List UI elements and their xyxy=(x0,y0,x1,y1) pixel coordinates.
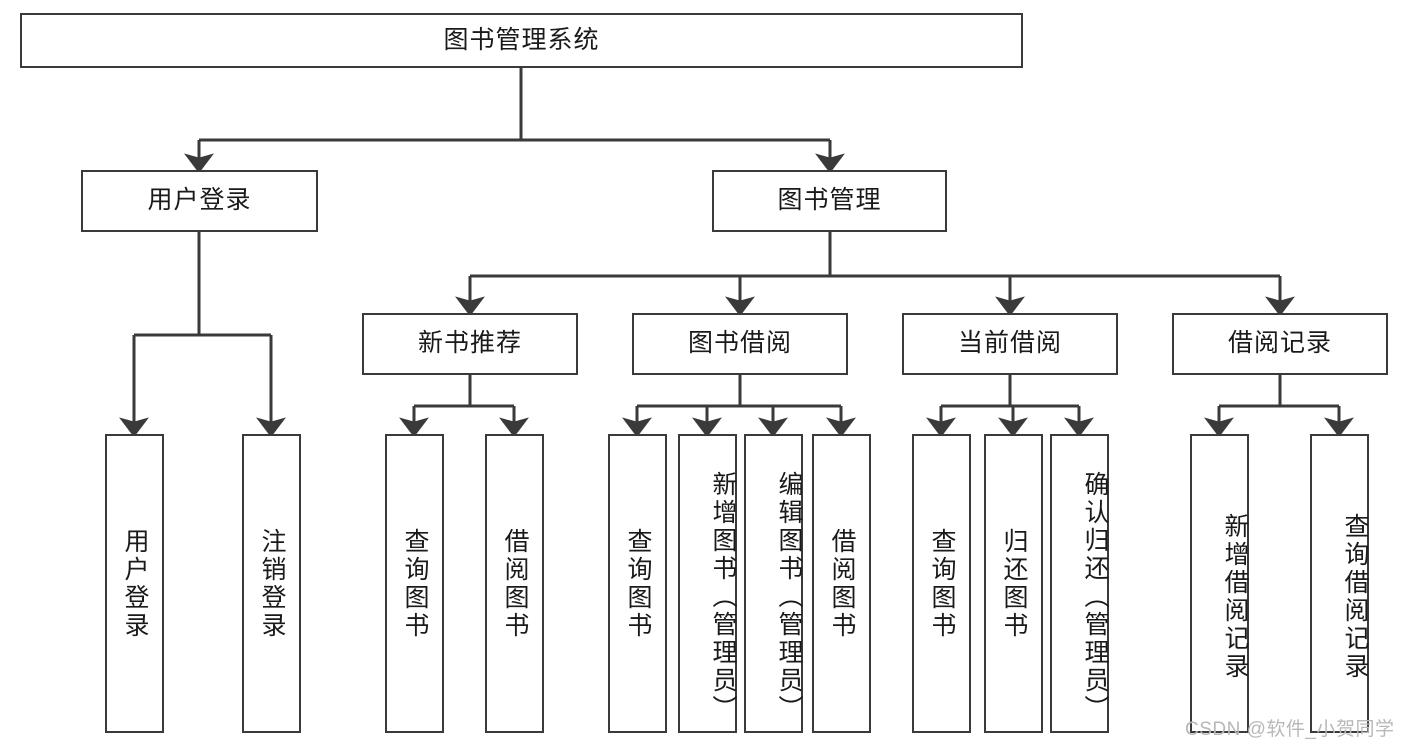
node-leaf-query-borrow-record[interactable]: 查询借阅记录 xyxy=(1310,434,1369,733)
node-leaf-add-book-admin[interactable]: 新增图书（管理员） xyxy=(678,434,737,733)
node-level3-book-borrow[interactable]: 图书借阅 xyxy=(632,313,848,375)
node-level3-new-book-recommend[interactable]: 新书推荐 xyxy=(362,313,578,375)
node-leaf-return-book[interactable]: 归还图书 xyxy=(984,434,1043,733)
node-leaf-confirm-return-admin[interactable]: 确认归还（管理员） xyxy=(1050,434,1109,733)
node-level3-borrow-records[interactable]: 借阅记录 xyxy=(1172,313,1388,375)
node-leaf-edit-book-admin[interactable]: 编辑图书（管理员） xyxy=(744,434,803,733)
node-leaf-add-borrow-record[interactable]: 新增借阅记录 xyxy=(1190,434,1249,733)
node-root[interactable]: 图书管理系统 xyxy=(20,13,1023,68)
watermark-text: CSDN @软件_小贺同学 xyxy=(1185,719,1395,740)
node-leaf-query-book-recommend[interactable]: 查询图书 xyxy=(385,434,444,733)
node-leaf-user-login[interactable]: 用户登录 xyxy=(105,434,164,733)
node-level2-book-management[interactable]: 图书管理 xyxy=(712,170,947,232)
node-leaf-query-book-current[interactable]: 查询图书 xyxy=(912,434,971,733)
node-level3-current-borrow[interactable]: 当前借阅 xyxy=(902,313,1118,375)
node-level2-user-login[interactable]: 用户登录 xyxy=(81,170,318,232)
node-leaf-logout[interactable]: 注销登录 xyxy=(242,434,301,733)
node-leaf-query-book-borrow[interactable]: 查询图书 xyxy=(608,434,667,733)
node-leaf-borrow-book[interactable]: 借阅图书 xyxy=(812,434,871,733)
node-leaf-borrow-book-recommend[interactable]: 借阅图书 xyxy=(485,434,544,733)
